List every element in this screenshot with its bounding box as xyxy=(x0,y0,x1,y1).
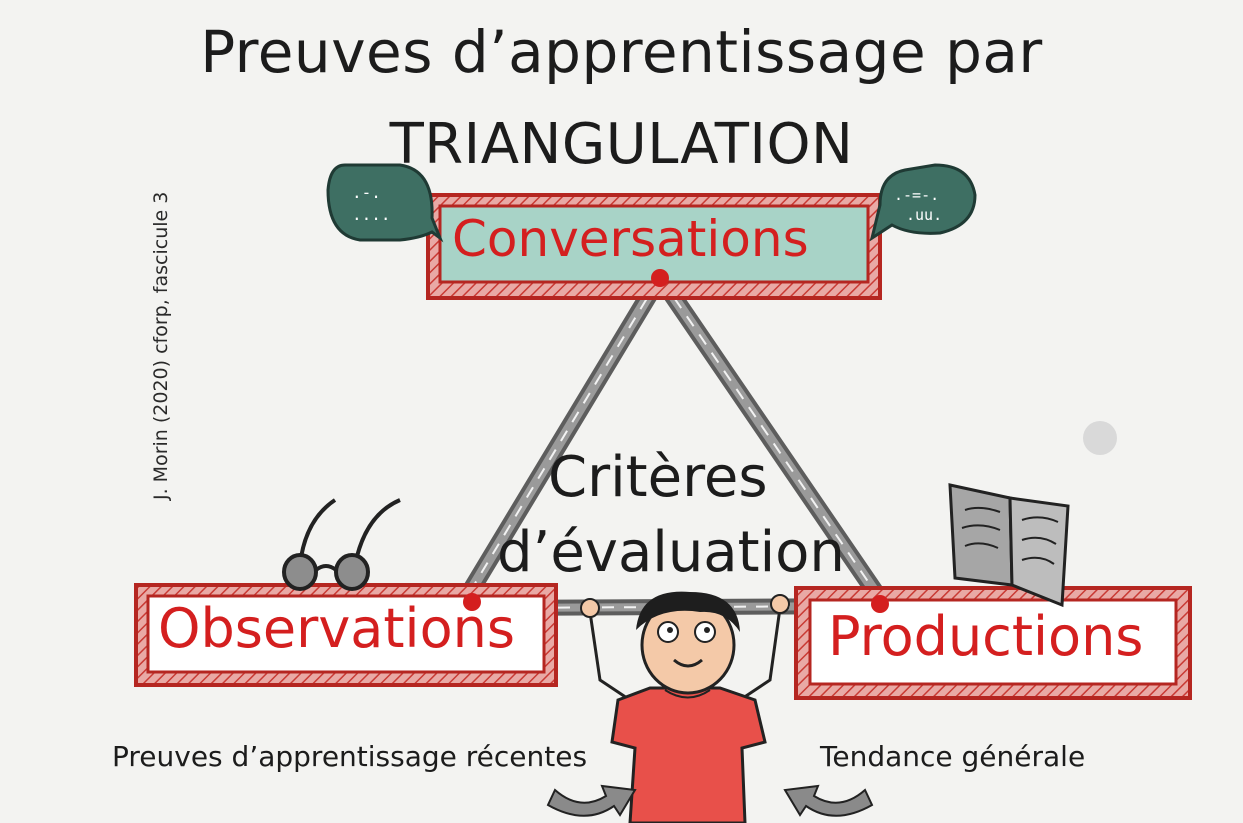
svg-text:.uu.: .uu. xyxy=(906,206,942,224)
caption-recent-evidence: Preuves d’apprentissage récentes xyxy=(112,740,588,773)
person-illustration xyxy=(580,591,790,823)
credit-text: J. Morin (2020) cforp, fascicule 3 xyxy=(150,191,172,500)
title-line-1: Preuves d’apprentissage par xyxy=(200,18,1043,86)
criteria-line-1: Critères xyxy=(548,445,768,510)
productions-label: Productions xyxy=(828,605,1144,668)
productions-box xyxy=(794,586,1192,700)
decorative-dot xyxy=(1083,421,1117,455)
glasses-icon xyxy=(282,498,401,591)
svg-text:.-=-.: .-=-. xyxy=(894,186,939,204)
speech-bubble-left-icon: .-. .... xyxy=(326,163,444,243)
criteria-line-2: d’évaluation xyxy=(497,520,845,585)
arrow-left-icon xyxy=(546,784,637,817)
title-line-2: TRIANGULATION xyxy=(389,112,854,177)
svg-text:.-.: .-. xyxy=(352,183,381,202)
vertex-dot-right xyxy=(871,595,889,613)
open-book-icon xyxy=(948,483,1070,608)
triangle-left-road xyxy=(456,271,667,609)
triangle-right-road xyxy=(653,271,891,611)
speech-bubble-right-icon: .-=-. .uu. xyxy=(869,163,977,242)
arrow-right-icon xyxy=(783,784,874,817)
conversations-box xyxy=(426,193,882,300)
caption-general-trend: Tendance générale xyxy=(820,740,1086,773)
conversations-label: Conversations xyxy=(452,210,809,268)
vertex-dot-top xyxy=(651,269,669,287)
svg-text:....: .... xyxy=(352,205,391,224)
vertex-dot-left xyxy=(463,593,481,611)
observations-label: Observations xyxy=(158,597,515,660)
